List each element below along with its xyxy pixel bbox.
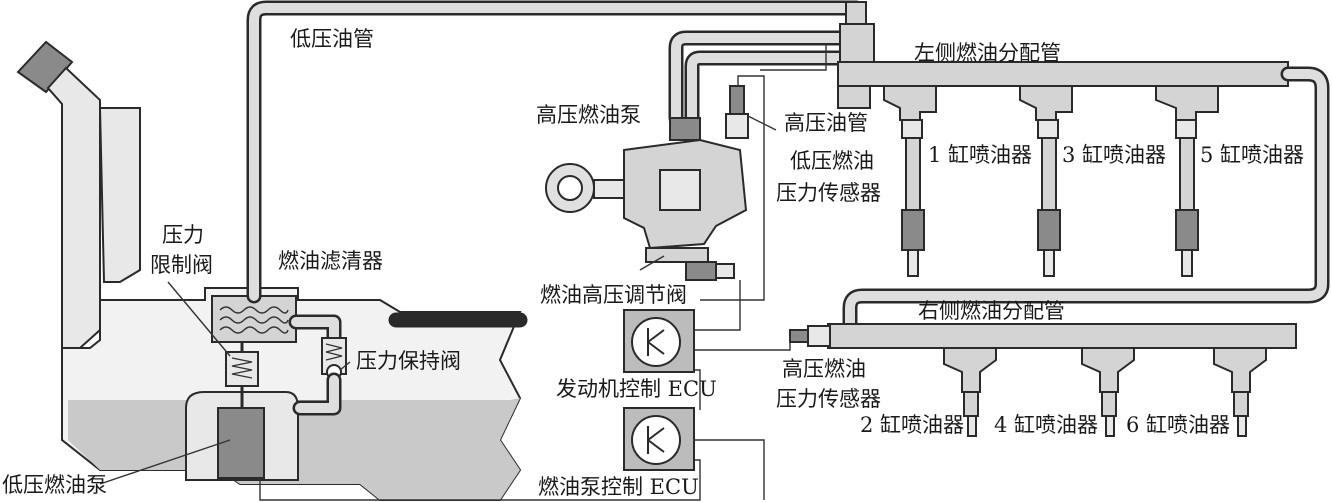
injector-6 — [1213, 347, 1267, 437]
label-pressure-hold-valve: 压力保持阀 — [356, 349, 461, 373]
label-injector-1: 1 缸喷油器 — [928, 143, 1032, 167]
pressure-hold-valve — [288, 314, 347, 416]
high-pressure-pump — [545, 117, 748, 281]
injector-5 — [1155, 85, 1219, 277]
rail-junction-block — [839, 23, 875, 63]
injector-4 — [1081, 347, 1135, 437]
label-high-pressure-sensor-2: 压力传感器 — [776, 387, 881, 411]
label-injector-2: 2 缸喷油器 — [860, 413, 964, 437]
label-fuel-filter: 燃油滤清器 — [278, 249, 383, 273]
pressure-limit-valve — [225, 330, 259, 408]
low-pressure-sensor — [700, 75, 765, 301]
label-low-pressure-pump: 低压燃油泵 — [2, 473, 107, 497]
label-pressure-regulator: 燃油高压调节阀 — [540, 283, 687, 307]
label-low-pressure-pipe: 低压油管 — [290, 27, 374, 51]
label-left-fuel-rail: 左侧燃油分配管 — [914, 41, 1061, 65]
fuel-tank — [16, 40, 522, 501]
fuel-pump-ecu — [623, 407, 695, 471]
label-pressure-limit-1: 压力 — [162, 223, 204, 247]
label-low-pressure-sensor-1: 低压燃油 — [790, 149, 874, 173]
label-high-pressure-pipe: 高压油管 — [784, 111, 868, 135]
label-right-fuel-rail: 右侧燃油分配管 — [918, 299, 1065, 323]
right-fuel-rail — [789, 323, 1297, 349]
label-injector-5: 5 缸喷油器 — [1200, 143, 1304, 167]
high-pressure-pipe — [760, 44, 827, 71]
label-high-pressure-pump: 高压燃油泵 — [536, 103, 641, 127]
wiring — [259, 280, 791, 501]
pipe-fitting — [845, 1, 867, 25]
injector-1 — [883, 85, 937, 277]
label-engine-ecu: 发动机控制 ECU — [556, 377, 717, 401]
low-pressure-pump-body — [217, 407, 265, 479]
left-fuel-rail — [837, 61, 1330, 334]
label-pressure-limit-2: 限制阀 — [150, 253, 213, 277]
leader-lines — [99, 115, 777, 485]
engine-ecu — [623, 309, 695, 373]
label-injector-3: 3 缸喷油器 — [1062, 143, 1166, 167]
low-pressure-pipe — [246, 0, 864, 328]
label-injector-4: 4 缸喷油器 — [994, 413, 1098, 437]
injector-3 — [1019, 85, 1073, 277]
label-fuel-pump-ecu: 燃油泵控制 ECU — [538, 475, 699, 499]
injector-2 — [943, 347, 997, 437]
label-injector-6: 6 缸喷油器 — [1126, 413, 1230, 437]
label-high-pressure-sensor-1: 高压燃油 — [782, 357, 866, 381]
label-low-pressure-sensor-2: 压力传感器 — [776, 181, 881, 205]
